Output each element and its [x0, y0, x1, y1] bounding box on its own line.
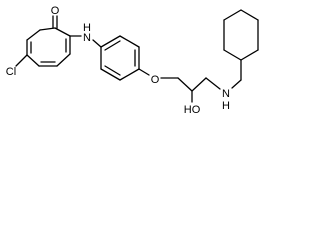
- bond: [104, 65, 121, 76]
- aryl-nh-n-label: N: [83, 32, 91, 44]
- bond: [119, 35, 140, 48]
- amine-bond: [92, 39, 102, 48]
- tropolone-ring: [26, 27, 71, 67]
- bond: [100, 68, 121, 81]
- cyclohexyl-nh-h-label: H: [222, 100, 230, 112]
- bond: [26, 29, 41, 41]
- carbonyl-oxygen-label: O: [51, 5, 60, 17]
- bond: [223, 49, 242, 61]
- chain-bond: [205, 77, 221, 90]
- bond: [54, 27, 71, 37]
- aryl-nh-h-label: H: [83, 22, 91, 34]
- benzene-ring: [100, 35, 140, 81]
- chloro-bond: [15, 54, 28, 67]
- bond: [56, 53, 71, 67]
- bond: [240, 49, 259, 61]
- cyclohexyl-nh-n-label: N: [222, 88, 230, 100]
- bond: [104, 40, 121, 51]
- amine-bond: [231, 79, 242, 89]
- bond: [100, 35, 121, 48]
- bond: [26, 54, 40, 67]
- bond: [223, 9, 242, 21]
- ether-bond: [138, 68, 150, 76]
- chemical-structure-diagram: O Cl H N O HO N H: [6, 5, 259, 116]
- chain-bond: [191, 77, 207, 92]
- bond: [119, 68, 140, 81]
- chlorine-label: Cl: [6, 66, 16, 78]
- chain-bond: [177, 77, 193, 92]
- ether-oxygen-label: O: [151, 74, 160, 86]
- cyclohexane-ring: [223, 9, 259, 81]
- bond: [240, 9, 259, 21]
- hydroxyl-label: HO: [184, 104, 201, 116]
